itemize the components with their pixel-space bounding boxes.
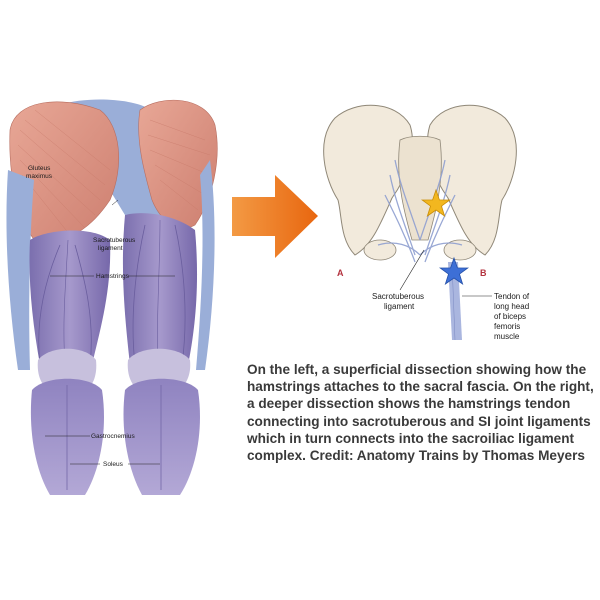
label-sacrotuberous-2: ligament — [98, 245, 123, 252]
gold-star-icon — [420, 188, 452, 217]
right-dissection: A B Sacrotuberous ligament Tendon of lon… — [323, 104, 530, 341]
label-gluteus-2: maximus — [26, 173, 53, 180]
right-hamstrings — [122, 213, 198, 365]
right-ischium — [443, 239, 477, 261]
label-tendon-1: Tendon of — [494, 292, 530, 301]
label-tendon-4: femoris — [494, 322, 520, 331]
sacroiliac-ligaments — [377, 159, 463, 263]
label-tendon-2: long head — [494, 302, 529, 311]
left-dissection: Gluteus maximus Sacrotuberous ligament H… — [6, 99, 218, 495]
label-soleus: Soleus — [103, 461, 124, 468]
leader-sacrotuberous — [399, 249, 425, 291]
label-tendon-5: muscle — [494, 332, 520, 341]
label-sacrotuberous-1: Sacrotuberous — [93, 237, 136, 244]
label-r-sacrotuberous-2: ligament — [384, 302, 415, 311]
panel-letter-b: B — [480, 268, 487, 278]
left-gastrocnemius — [30, 378, 105, 495]
blue-star-icon — [438, 256, 470, 285]
figure-caption: On the left, a superficial dissection sh… — [247, 362, 594, 464]
panel-letter-a: A — [337, 268, 344, 278]
label-gastrocnemius: Gastrocnemius — [91, 433, 135, 440]
label-r-sacrotuberous-1: Sacrotuberous — [372, 292, 424, 301]
right-gastrocnemius — [123, 378, 200, 495]
left-lateral-thigh — [6, 170, 35, 370]
label-hamstrings: Hamstrings — [96, 273, 130, 280]
right-lateral-thigh — [196, 160, 215, 370]
left-ischium — [363, 239, 397, 261]
orange-right-arrow-icon — [232, 175, 318, 258]
label-gluteus-1: Gluteus — [28, 165, 51, 172]
left-ilium — [323, 104, 413, 256]
right-gluteus-muscle — [138, 99, 218, 229]
left-hamstrings — [29, 230, 111, 365]
right-ilium — [427, 104, 517, 256]
label-tendon-3: of biceps — [494, 312, 526, 321]
